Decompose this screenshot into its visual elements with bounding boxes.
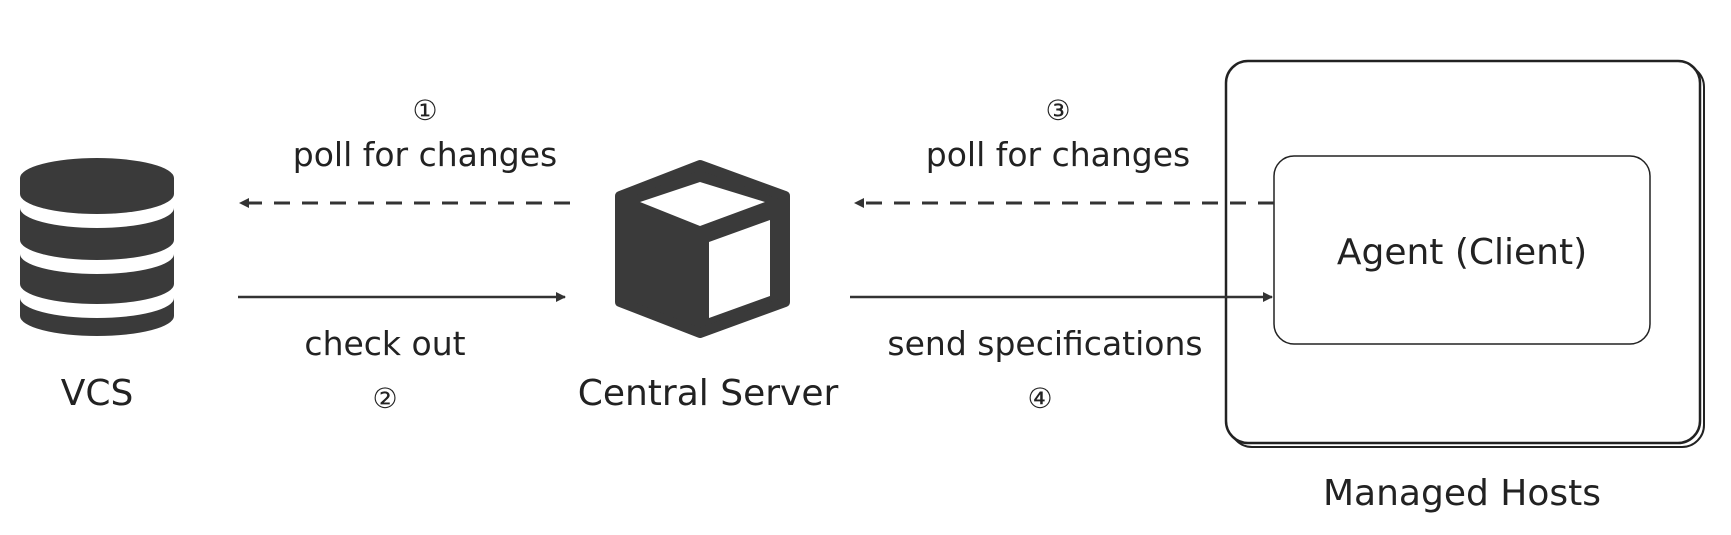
step-3-number: ③	[1045, 94, 1070, 127]
step-4-number: ④	[1027, 382, 1052, 415]
database-icon	[20, 158, 174, 336]
step-1-number: ①	[412, 94, 437, 127]
edge-2-label: check out	[304, 324, 465, 363]
cube-icon	[615, 160, 790, 338]
managed-hosts-label: Managed Hosts	[1323, 473, 1601, 514]
agent-label: Agent (Client)	[1337, 232, 1587, 273]
edge-1-label: poll for changes	[293, 135, 557, 174]
vcs-label: VCS	[61, 373, 134, 414]
agent-box	[1273, 155, 1651, 345]
edge-3-label: poll for changes	[926, 135, 1190, 174]
central-server-label: Central Server	[578, 373, 839, 414]
step-2-number: ②	[372, 382, 397, 415]
edge-4-label: send specifications	[887, 324, 1202, 363]
